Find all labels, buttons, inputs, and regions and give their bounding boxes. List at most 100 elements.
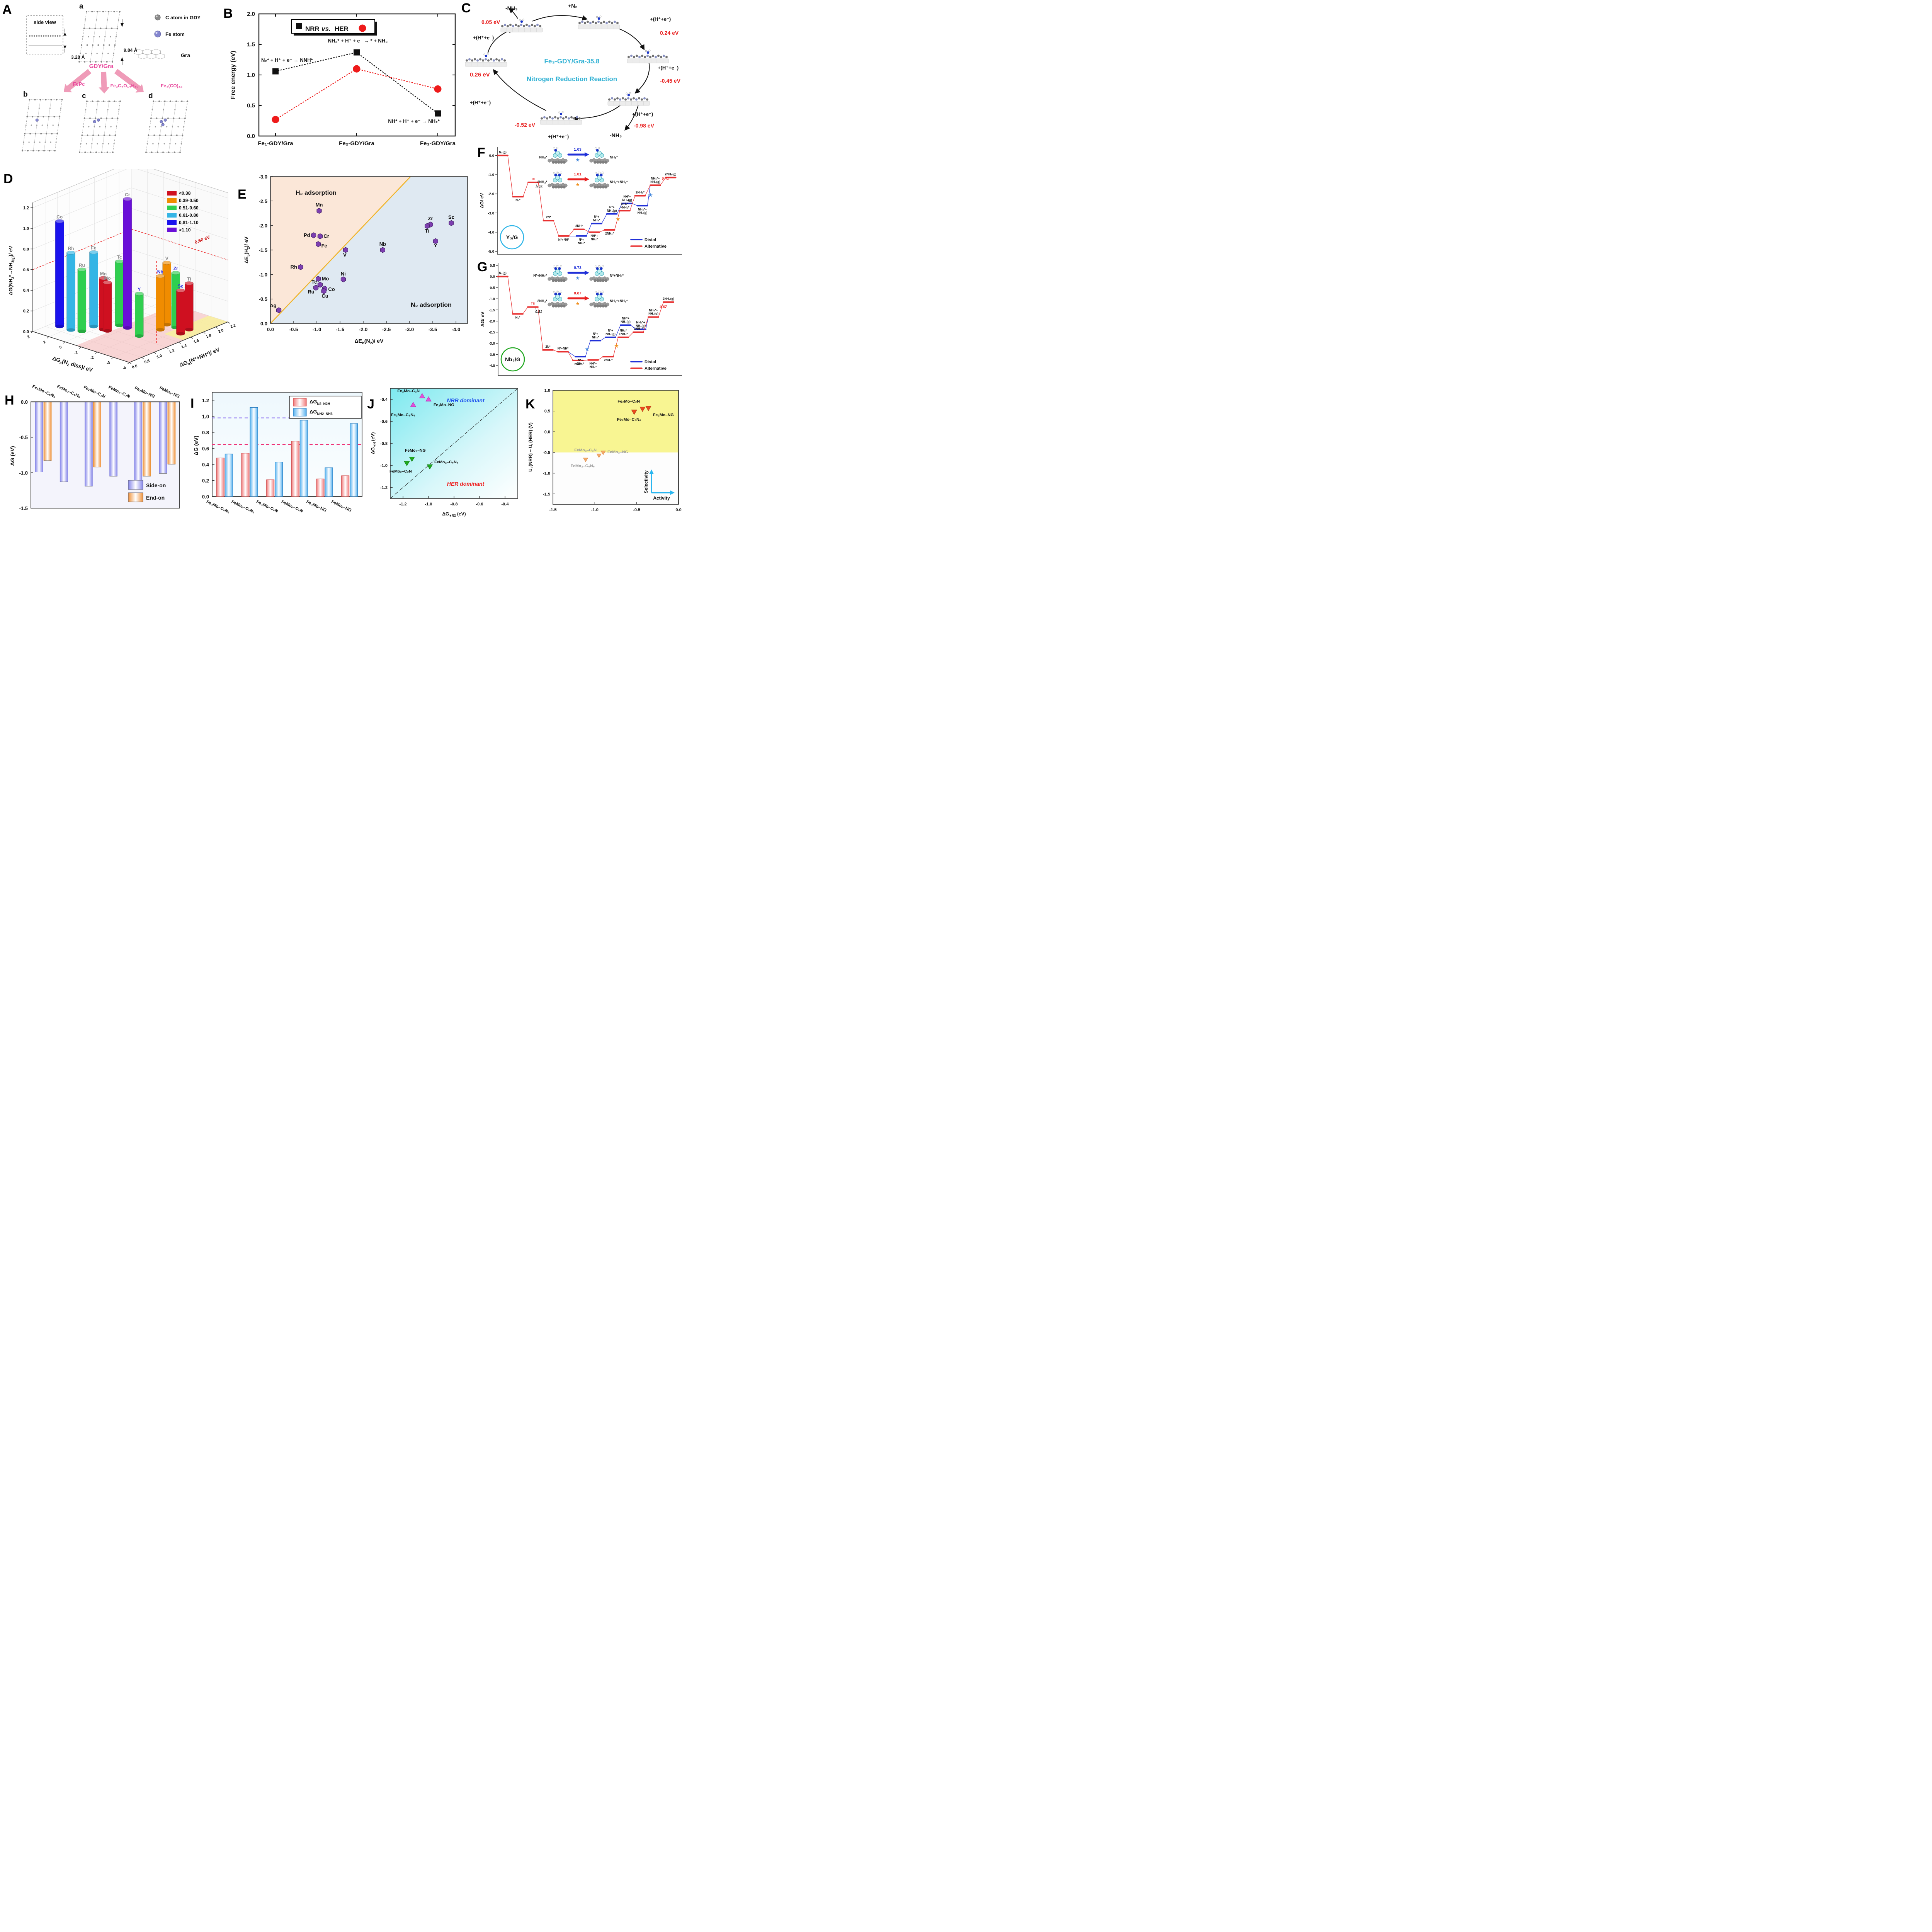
graphene-support <box>607 101 650 106</box>
h-adsorbate <box>486 53 489 55</box>
h-atom <box>553 172 555 174</box>
gdy-atom <box>589 22 592 24</box>
h-adsorbate <box>645 50 647 52</box>
selective-band <box>553 390 679 452</box>
c-atom <box>118 19 119 21</box>
bar-top <box>171 271 180 275</box>
gdy-atom <box>611 97 613 100</box>
c-atom <box>116 27 118 29</box>
gdy-atom <box>543 116 546 119</box>
gdy-atom <box>557 117 559 120</box>
text-label: 9.84 Å <box>124 47 138 53</box>
gdy-atom <box>638 56 641 58</box>
c-atom <box>159 134 161 136</box>
alt-connector <box>553 220 559 236</box>
c-atom <box>106 151 108 153</box>
x-tick: -4.0 <box>452 327 460 332</box>
text-label: -0.98 eV <box>634 122 655 129</box>
strong-triangle-Fe₂Mo–C₆N₆ <box>631 410 637 415</box>
c-atom <box>38 107 40 109</box>
n-adsorbate <box>485 54 488 58</box>
gdy-atom <box>608 20 611 23</box>
substrate-atom <box>599 161 602 164</box>
c-atom <box>167 117 169 119</box>
step-label: NH*+ <box>623 195 631 198</box>
c-atom <box>83 117 85 119</box>
side-on-bar <box>85 401 93 486</box>
gdy-atom <box>644 56 646 58</box>
gdy-atom <box>646 98 648 101</box>
down-triangle-FeMo₂–C₆N₆ <box>427 464 433 470</box>
c-atom <box>99 126 101 128</box>
gdy-lattice-a <box>78 11 121 63</box>
c-atom <box>44 141 46 143</box>
NRR-connector <box>275 52 357 72</box>
n2-n2h-bar <box>241 453 250 497</box>
gdy-atom <box>652 54 654 57</box>
HER-connector <box>356 68 439 90</box>
h-atom <box>560 265 562 267</box>
alt-connector <box>507 276 513 314</box>
panel-letter-J: J <box>367 397 374 412</box>
axis-title: ΔEb(H2)/ eV <box>243 236 250 264</box>
c-atom <box>155 126 156 128</box>
x-tick: -1 <box>74 350 79 355</box>
line <box>215 327 218 329</box>
line <box>203 332 206 334</box>
step-label: NH₂*+ <box>638 207 647 211</box>
energy-diagram-Y3G: 0.0-1.0-2.0-3.0-4.0-5.0ΔG/ eVN₂(g)N₂*TS0… <box>479 147 682 255</box>
c-atom <box>96 53 98 54</box>
y-tick: -1.5 <box>259 247 267 253</box>
c-atom <box>50 99 52 100</box>
reaction-label: Nitrogen Reduction Reaction <box>527 75 617 83</box>
distal-connector <box>601 214 607 224</box>
bar-label: Rh <box>68 246 74 251</box>
y-tick: 1.2 <box>202 398 209 403</box>
c-atom <box>95 117 97 119</box>
h-atom <box>553 291 555 293</box>
point-label: Cu <box>321 293 328 299</box>
c-atom <box>38 150 39 151</box>
nrr-dominant-label: NRR dominant <box>447 397 485 403</box>
step-label: NH₃(g) <box>605 332 616 336</box>
gdy-atom <box>665 56 668 58</box>
line <box>191 337 193 339</box>
n-adsorbate <box>646 51 650 54</box>
step-label: NH₃* <box>593 219 600 222</box>
text-label: 0.05 eV <box>481 19 500 25</box>
c-atom <box>103 134 105 136</box>
bar-top <box>134 292 144 296</box>
step-label: NH₂* <box>621 202 629 206</box>
line <box>127 362 130 364</box>
n2-region-label: N₂ adsorption <box>411 302 452 308</box>
c-atom <box>27 150 29 151</box>
c-atom <box>116 126 117 128</box>
step-label: NH*+ <box>622 316 629 320</box>
h-atom <box>595 147 597 150</box>
molecule-inset <box>548 147 568 164</box>
metal-point-Rh <box>298 264 303 270</box>
x-tick: -3.5 <box>429 327 437 332</box>
step-label: NH₃* <box>592 336 599 339</box>
c-atom <box>48 116 50 117</box>
c-atom <box>115 36 117 37</box>
category-label: FeMo₂–NG <box>330 500 352 513</box>
legend-label: Distal <box>645 238 656 242</box>
HER-marker <box>434 85 442 93</box>
y-tick: 0.8 <box>202 430 209 435</box>
c-atom <box>98 134 100 136</box>
bar3d-Sc: Sc <box>176 284 185 336</box>
fe-atom <box>93 120 96 123</box>
inset-left-label: N*+NH₂* <box>533 274 547 277</box>
graphene-support <box>465 62 507 67</box>
bar-body <box>123 199 132 328</box>
y-tick: -0.5 <box>259 296 267 302</box>
x-tick: -1.0 <box>313 327 321 332</box>
metal-point-Mo <box>316 276 321 282</box>
c-atom <box>179 117 180 119</box>
system-name: Nb₃/G <box>505 356 520 362</box>
c-atom <box>91 143 93 145</box>
c-atom <box>23 141 24 143</box>
